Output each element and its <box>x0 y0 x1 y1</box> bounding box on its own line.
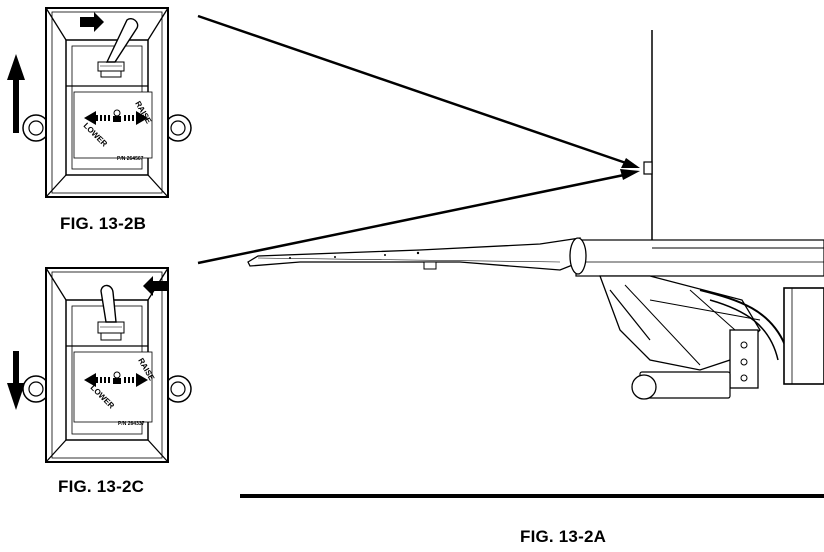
roller <box>631 374 657 400</box>
pump-box <box>783 287 824 385</box>
raise-arrow-icon <box>124 373 148 387</box>
caption-fig-a: FIG. 13-2A <box>520 527 607 546</box>
left-arrow-icon <box>143 276 167 296</box>
down-arrow-icon <box>7 351 25 410</box>
wall-control-box <box>643 161 653 175</box>
leader-lines <box>197 14 640 265</box>
control-box-fig-b: RAISE LOWER P/N 264567 <box>7 7 192 198</box>
control-box-fig-c: RAISE LOWER P/N 264337 <box>7 267 192 463</box>
lower-arrow-icon <box>84 373 110 387</box>
part-number: P/N 264337 <box>118 421 145 427</box>
up-arrow-icon <box>7 54 25 133</box>
liftgate-side-view <box>247 30 824 400</box>
caption-fig-b: FIG. 13-2B <box>60 214 147 233</box>
lower-arrow-icon <box>84 111 110 125</box>
raise-arrow-icon <box>124 111 148 125</box>
part-number: P/N 264567 <box>117 156 144 162</box>
right-arrow-icon <box>80 12 104 32</box>
caption-fig-c: FIG. 13-2C <box>58 477 145 496</box>
